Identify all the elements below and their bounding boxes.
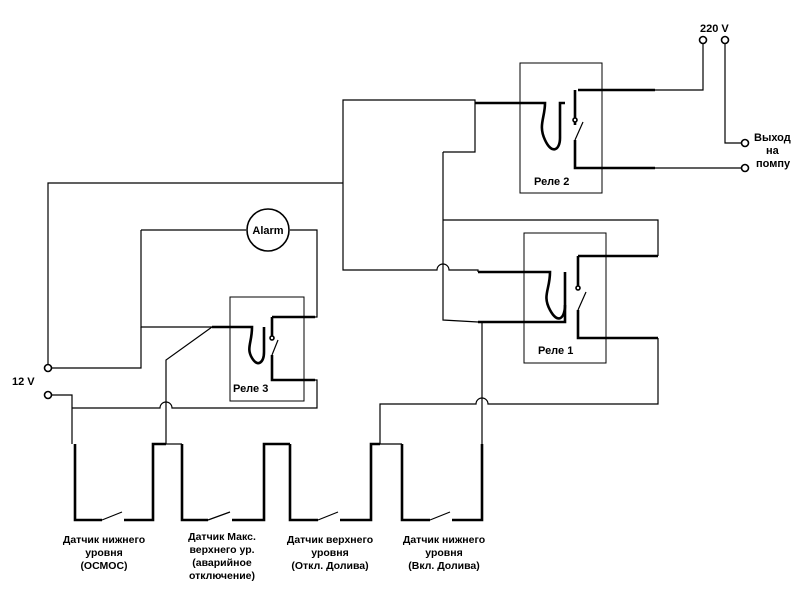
sensor-4-line-2: уровня bbox=[425, 547, 462, 559]
wire-12v-minus bbox=[48, 394, 73, 444]
relay-3-coil bbox=[212, 325, 266, 365]
label-relay-3: Реле 3 bbox=[233, 383, 268, 395]
sensor-2-line-1: Датчик Макс. bbox=[188, 531, 256, 543]
relay-1-pivot bbox=[575, 285, 581, 291]
relay-1-contact bbox=[576, 254, 658, 340]
label-220v: 220 V bbox=[700, 23, 729, 35]
relay-2-pivot bbox=[572, 117, 578, 123]
sensor-4-caption: Датчик нижнего уровня (Вкл. Долива) bbox=[403, 534, 485, 572]
wire-bus-down bbox=[342, 183, 479, 272]
label-12v: 12 V bbox=[12, 376, 35, 388]
sensor-1-switch bbox=[101, 511, 123, 521]
wire-r2-coil-return bbox=[442, 152, 479, 323]
terminal-pump-2 bbox=[740, 163, 750, 173]
sensor-2-line-4: отключение) bbox=[189, 570, 255, 582]
wire-bus-left bbox=[342, 99, 476, 183]
terminal-pump-1 bbox=[740, 138, 750, 148]
wire-220-b bbox=[724, 42, 741, 144]
sensor-2-caption: Датчик Макс. верхнего ур. (аварийное отк… bbox=[188, 531, 256, 582]
relay-3-pivot bbox=[269, 335, 275, 341]
sensor-1-line-1: Датчик нижнего bbox=[63, 534, 145, 546]
sensor-4-frame bbox=[400, 444, 484, 522]
sensor-1-caption: Датчик нижнего уровня (ОСМОС) bbox=[63, 534, 145, 572]
sensor-3-line-1: Датчик верхнего bbox=[287, 534, 373, 546]
label-alarm: Alarm bbox=[252, 225, 283, 237]
relay-1-switch-blade bbox=[577, 291, 587, 311]
sensor-3-caption: Датчик верхнего уровня (Откл. Долива) bbox=[287, 534, 373, 572]
label-pump-line3: помпу bbox=[756, 158, 791, 170]
sensor-2-line-3: (аварийное bbox=[192, 557, 252, 569]
wire-alarm-down bbox=[140, 230, 212, 328]
relay-1-box bbox=[523, 232, 607, 364]
wire-ground-bus bbox=[72, 379, 318, 409]
label-relay-1: Реле 1 bbox=[538, 345, 573, 357]
wire-alarm-bus bbox=[48, 327, 142, 369]
relay-3-switch-blade bbox=[271, 339, 279, 356]
alarm-indicator bbox=[246, 208, 290, 252]
wire-r3-coil-down bbox=[165, 326, 213, 444]
wire-220-a bbox=[655, 42, 704, 91]
terminal-12v-minus bbox=[43, 390, 53, 400]
label-pump-line1: Выход bbox=[754, 132, 791, 144]
terminal-220v-a bbox=[698, 35, 708, 45]
sensor-2-line-2: верхнего ур. bbox=[189, 544, 254, 556]
sensor-3-line-2: уровня bbox=[311, 547, 348, 559]
relay-2-coil bbox=[475, 101, 565, 151]
sensor-3-frame bbox=[288, 442, 380, 522]
relay-1-coil-return bbox=[478, 305, 567, 324]
wire-r1-out bbox=[379, 338, 659, 444]
sensor-1-line-2: уровня bbox=[85, 547, 122, 559]
sensor-1-line-3: (ОСМОС) bbox=[80, 560, 127, 572]
sensor-3-switch bbox=[317, 511, 339, 521]
relay-2-contact bbox=[573, 88, 655, 170]
relay-3-contact bbox=[270, 315, 315, 382]
label-pump-line2: на bbox=[766, 145, 780, 157]
sensor-4-switch bbox=[429, 511, 451, 521]
sensor-3-line-3: (Откл. Долива) bbox=[291, 560, 368, 572]
sensor-2-switch bbox=[207, 511, 231, 521]
relay-3-box bbox=[229, 296, 305, 402]
relay-2-box bbox=[519, 62, 603, 194]
terminal-12v-plus bbox=[43, 363, 53, 373]
relay-2-switch-blade bbox=[574, 121, 584, 141]
sensor-4-line-3: (Вкл. Долива) bbox=[408, 560, 480, 572]
label-relay-2: Реле 2 bbox=[534, 176, 569, 188]
sensor-4-line-1: Датчик нижнего bbox=[403, 534, 485, 546]
sensor-2-frame bbox=[180, 442, 290, 522]
wire-12v-plus bbox=[47, 182, 343, 368]
terminal-220v-b bbox=[720, 35, 730, 45]
wire-r2-left bbox=[443, 103, 476, 153]
relay-1-coil bbox=[478, 270, 567, 320]
wire-alarm-right bbox=[290, 229, 318, 318]
sensor-1-frame bbox=[73, 442, 166, 522]
wire-r1-loop bbox=[443, 219, 659, 256]
